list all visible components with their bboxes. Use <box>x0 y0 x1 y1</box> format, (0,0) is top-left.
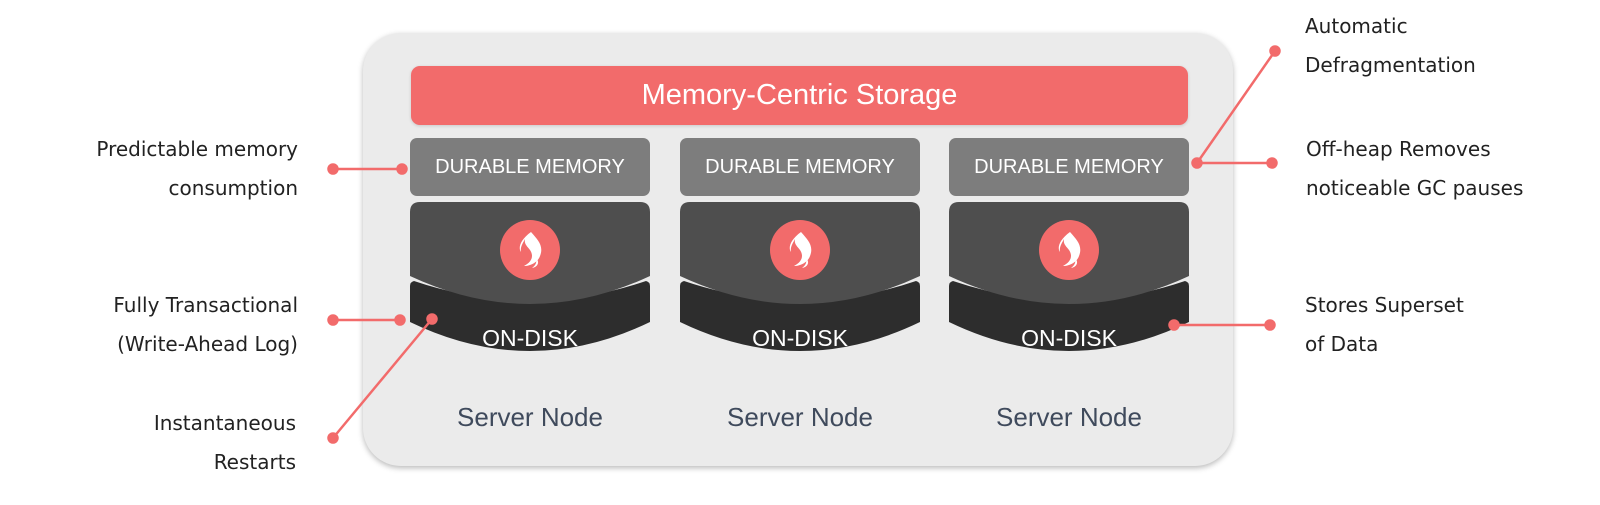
durable-memory-box: DURABLE MEMORY <box>949 138 1189 196</box>
callout-line: Automatic <box>1305 14 1408 38</box>
callout-fully-transactional: Fully Transactional (Write-Ahead Log) <box>113 286 298 364</box>
callout-predictable-memory: Predictable memory consumption <box>96 130 298 208</box>
callout-line: Predictable memory <box>96 137 298 161</box>
callout-line: (Write-Ahead Log) <box>117 332 298 356</box>
on-disk-layer <box>949 281 1189 351</box>
durable-memory-box: DURABLE MEMORY <box>680 138 920 196</box>
callout-line: Instantaneous <box>153 411 296 435</box>
on-disk-layer <box>680 281 920 351</box>
on-disk-layer <box>410 281 650 351</box>
on-disk-label: ON-DISK <box>482 325 578 351</box>
server-node-label: Server Node <box>727 402 873 432</box>
callout-line: Stores Superset <box>1305 293 1464 317</box>
server-node: DURABLE MEMORY ON-DISK Server Node <box>410 138 650 448</box>
callout-line: consumption <box>168 176 299 200</box>
storage-stack <box>410 202 650 351</box>
durable-memory-label: DURABLE MEMORY <box>435 155 625 178</box>
durable-memory-label: DURABLE MEMORY <box>705 155 895 178</box>
callout-off-heap: Off-heap Removes noticeable GC pauses <box>1306 130 1523 208</box>
callout-line: of Data <box>1305 332 1379 356</box>
flame-icon <box>500 220 560 280</box>
on-disk-label: ON-DISK <box>1021 325 1117 351</box>
banner-title: Memory-Centric Storage <box>641 79 958 111</box>
storage-stack <box>949 202 1189 351</box>
callout-line: Fully Transactional <box>113 293 298 317</box>
callout-line: Off-heap Removes <box>1306 137 1491 161</box>
server-node-label: Server Node <box>996 402 1142 432</box>
storage-stack <box>680 202 920 351</box>
callout-line: Restarts <box>213 450 296 474</box>
durable-memory-box: DURABLE MEMORY <box>410 138 650 196</box>
callout-automatic-defragmentation: Automatic Defragmentation <box>1305 7 1476 85</box>
durable-memory-label: DURABLE MEMORY <box>974 155 1164 178</box>
flame-icon <box>770 220 830 280</box>
callout-stores-superset: Stores Superset of Data <box>1305 286 1464 364</box>
server-node-label: Server Node <box>457 402 603 432</box>
memory-centric-storage-banner: Memory-Centric Storage <box>411 66 1188 125</box>
callout-instantaneous-restarts: Instantaneous Restarts <box>154 404 296 482</box>
server-node: DURABLE MEMORY ON-DISK Server Node <box>680 138 920 448</box>
flame-icon <box>1039 220 1099 280</box>
server-node: DURABLE MEMORY ON-DISK Server Node <box>949 138 1189 448</box>
callout-line: noticeable GC pauses <box>1306 176 1524 200</box>
on-disk-label: ON-DISK <box>752 325 848 351</box>
callout-line: Defragmentation <box>1305 53 1476 77</box>
